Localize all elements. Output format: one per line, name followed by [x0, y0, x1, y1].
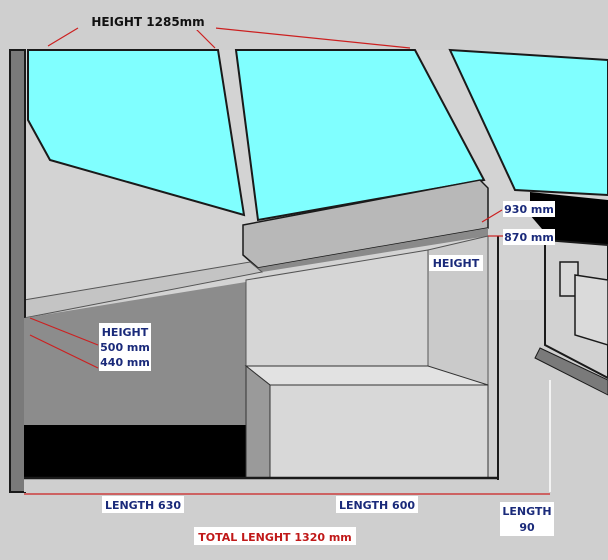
dim-line-height-mid: [194, 27, 216, 49]
label-bg-height: [80, 12, 216, 30]
dim-line-height-left: [47, 27, 79, 47]
label-bg-870: [503, 229, 555, 245]
label-length-600: LENGTH 600: [339, 499, 415, 512]
label-length-630: LENGTH 630: [105, 499, 181, 512]
label-bg-height-left: [99, 323, 151, 371]
label-bg-930: [503, 201, 555, 217]
label-total-length: TOTAL LENGHT 1320 mm: [198, 531, 352, 544]
label-height-1285: HEIGHT 1285mm: [91, 15, 204, 29]
dim-line-500: [29, 317, 99, 346]
floor-strip: [24, 478, 498, 492]
label-bg-length-600: [336, 496, 418, 513]
label-440mm: 440 mm: [100, 356, 150, 369]
dim-line-440: [29, 334, 99, 369]
label-930mm: 930 mm: [504, 203, 554, 216]
seat-side: [245, 364, 271, 479]
label-500mm: 500 mm: [100, 341, 150, 354]
window-left: [27, 49, 246, 217]
glareshield-lip: [258, 228, 488, 272]
label-height-right: HEIGHT: [433, 257, 480, 270]
instrument-screen: [574, 274, 608, 346]
instrument-shelf: [534, 347, 608, 396]
dim-line-height-right: [214, 27, 411, 49]
label-length-90-title: LENGTH: [502, 505, 551, 518]
window-right: [448, 48, 608, 197]
label-bg-total: [194, 527, 356, 545]
label-bg-length-90: [500, 502, 554, 536]
label-870mm: 870 mm: [504, 231, 554, 244]
footwell: [24, 425, 246, 478]
window-center: [234, 49, 486, 222]
label-bg-length-630: [102, 496, 184, 513]
dim-line-930: [481, 209, 503, 223]
label-height-left: HEIGHT: [102, 326, 149, 339]
label-bg-height-right: [429, 255, 483, 271]
left-frame-post: [9, 49, 26, 493]
seat-front: [269, 384, 489, 479]
label-length-90-value: 90: [519, 521, 535, 534]
